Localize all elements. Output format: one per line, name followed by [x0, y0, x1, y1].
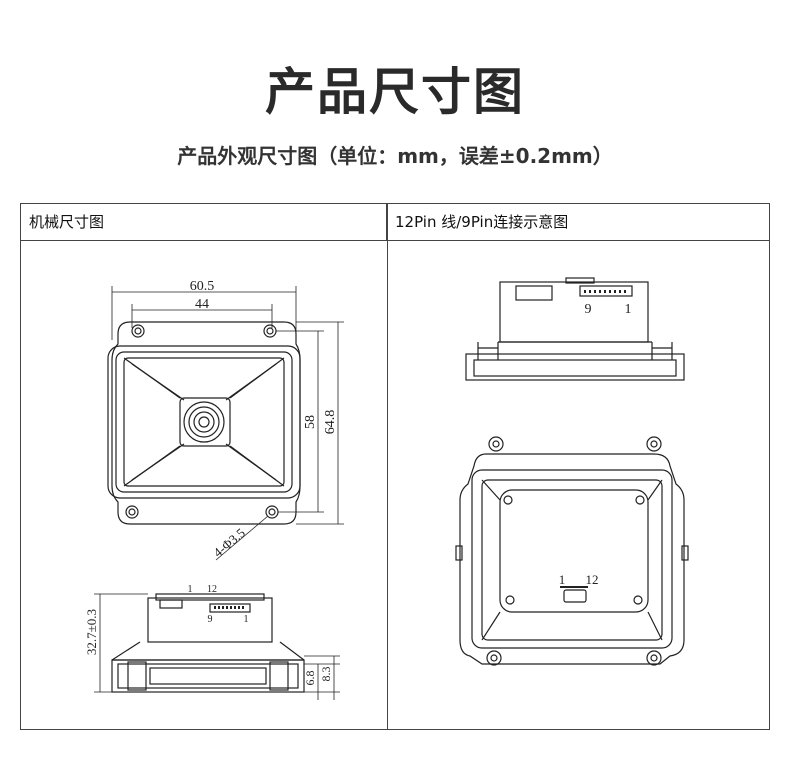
connector-back-view — [455, 436, 689, 666]
top-view-drawing — [107, 286, 344, 561]
dim-height-holes: 58 — [303, 415, 318, 429]
dim-depth-total: 32.7±0.3 — [84, 609, 99, 655]
column-divider — [387, 204, 388, 729]
pin-label-12-right-back: 12 — [586, 572, 599, 587]
pin-dots — [214, 290, 626, 609]
dim-height-outer: 64.8 — [323, 410, 338, 435]
pin-label-9-right-side: 9 — [585, 302, 592, 317]
pin-label-9-left-side: 9 — [208, 614, 213, 625]
pin-label-1-right-side: 1 — [625, 302, 632, 317]
dim-base-height-b: 8.3 — [319, 667, 333, 682]
dim-width-holes: 44 — [195, 297, 209, 312]
pin-label-12-left-top: 12 — [207, 584, 217, 595]
pin-label-1-right-back: 1 — [559, 572, 566, 587]
page-title: 产品尺寸图 — [265, 63, 525, 121]
dim-width-outer: 60.5 — [190, 279, 215, 294]
dim-base-height-a: 6.8 — [303, 671, 317, 686]
pin-label-1-left-top: 1 — [188, 584, 193, 595]
connector-side-view — [465, 277, 685, 381]
page-subtitle: 产品外观尺寸图（单位：mm，误差±0.2mm） — [177, 144, 613, 168]
dim-hole-spec: 4-Φ3.5 — [210, 525, 248, 560]
mechanical-drawing-header: 机械尺寸图 — [21, 204, 387, 241]
drawing-table: 机械尺寸图 12Pin 线/9Pin连接示意图 — [20, 203, 770, 730]
pin-label-1-left-side: 1 — [244, 614, 249, 625]
side-view-drawing — [94, 593, 340, 700]
wiring-diagram-header: 12Pin 线/9Pin连接示意图 — [387, 204, 770, 241]
